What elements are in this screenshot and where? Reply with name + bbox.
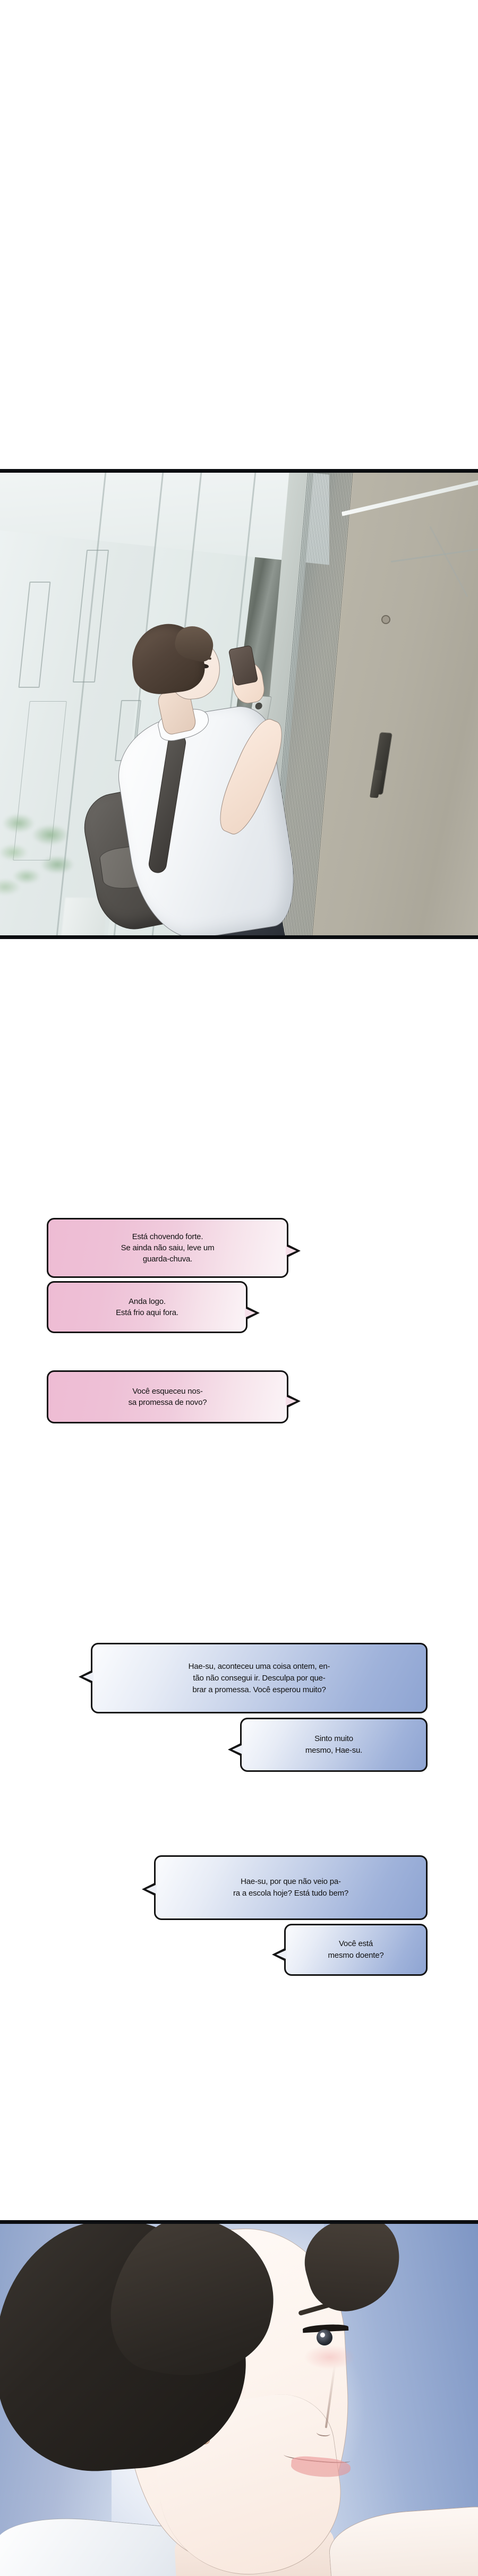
bubble-tail-left-icon xyxy=(228,1743,243,1756)
speech-bubble-sorry-haesu: Sinto muito mesmo, Hae-su. xyxy=(228,1718,428,1772)
door-peephole xyxy=(381,615,390,624)
speech-bubble-why-no-school: Hae-su, por que não veio pa- ra a escola… xyxy=(142,1855,428,1920)
speech-bubble-hurry-up: Anda logo. Está frio aqui fora. xyxy=(47,1281,260,1333)
right-eye xyxy=(302,2323,349,2345)
bubble-line: Se ainda não saiu, leve um xyxy=(121,1243,215,1252)
cheek-blush xyxy=(304,2345,356,2369)
bubble-line: mesmo, Hae-su. xyxy=(305,1746,363,1755)
bubble-tail-right-icon xyxy=(286,1394,301,1408)
speech-bubble-forgot-promise: Você esqueceu nos- sa promessa de novo? xyxy=(47,1370,301,1423)
bubble-line: mesmo doente? xyxy=(328,1951,384,1960)
bubble-tail-left-icon xyxy=(272,1948,287,1961)
bubble-line: Você esqueceu nos- xyxy=(132,1387,203,1396)
bubble-line: guarda-chuva. xyxy=(142,1255,193,1264)
bubble-tail-right-icon xyxy=(245,1306,260,1320)
bubble-tail-left-icon xyxy=(79,1670,93,1684)
bubble-tail-right-icon xyxy=(286,1244,301,1258)
bubble-line: sa promessa de novo? xyxy=(128,1398,207,1407)
bubble-line: tão não consegui ir. Desculpa por que- xyxy=(193,1673,326,1683)
bubble-line: Você está xyxy=(338,1939,373,1948)
bubble-line: Está chovendo forte. xyxy=(132,1232,203,1241)
panel-boy-at-door xyxy=(0,469,478,939)
speech-bubble-rain-warning: Está chovendo forte. Se ainda não saiu, … xyxy=(47,1218,301,1278)
speech-bubble-apology: Hae-su, aconteceu uma coisa ontem, en- t… xyxy=(79,1643,428,1713)
boy-figure xyxy=(78,612,345,935)
bubble-tail-left-icon xyxy=(142,1882,157,1896)
panel-closeup-face xyxy=(0,2220,478,2576)
bubble-line: brar a promessa. Você esperou muito? xyxy=(192,1685,326,1694)
speech-bubble-are-you-sick: Você está mesmo doente? xyxy=(272,1924,428,1976)
bubble-line: ra a escola hoje? Está tudo bem? xyxy=(233,1889,349,1898)
iris xyxy=(316,2330,332,2345)
bubble-line: Sinto muito xyxy=(314,1734,353,1743)
bubble-line: Está frio aqui fora. xyxy=(116,1308,178,1317)
potted-plant xyxy=(0,802,88,914)
bubble-line: Hae-su, aconteceu uma coisa ontem, en- xyxy=(188,1661,330,1671)
bubble-line: Anda logo. xyxy=(129,1297,166,1306)
bubble-line: Hae-su, por que não veio pa- xyxy=(241,1877,341,1886)
